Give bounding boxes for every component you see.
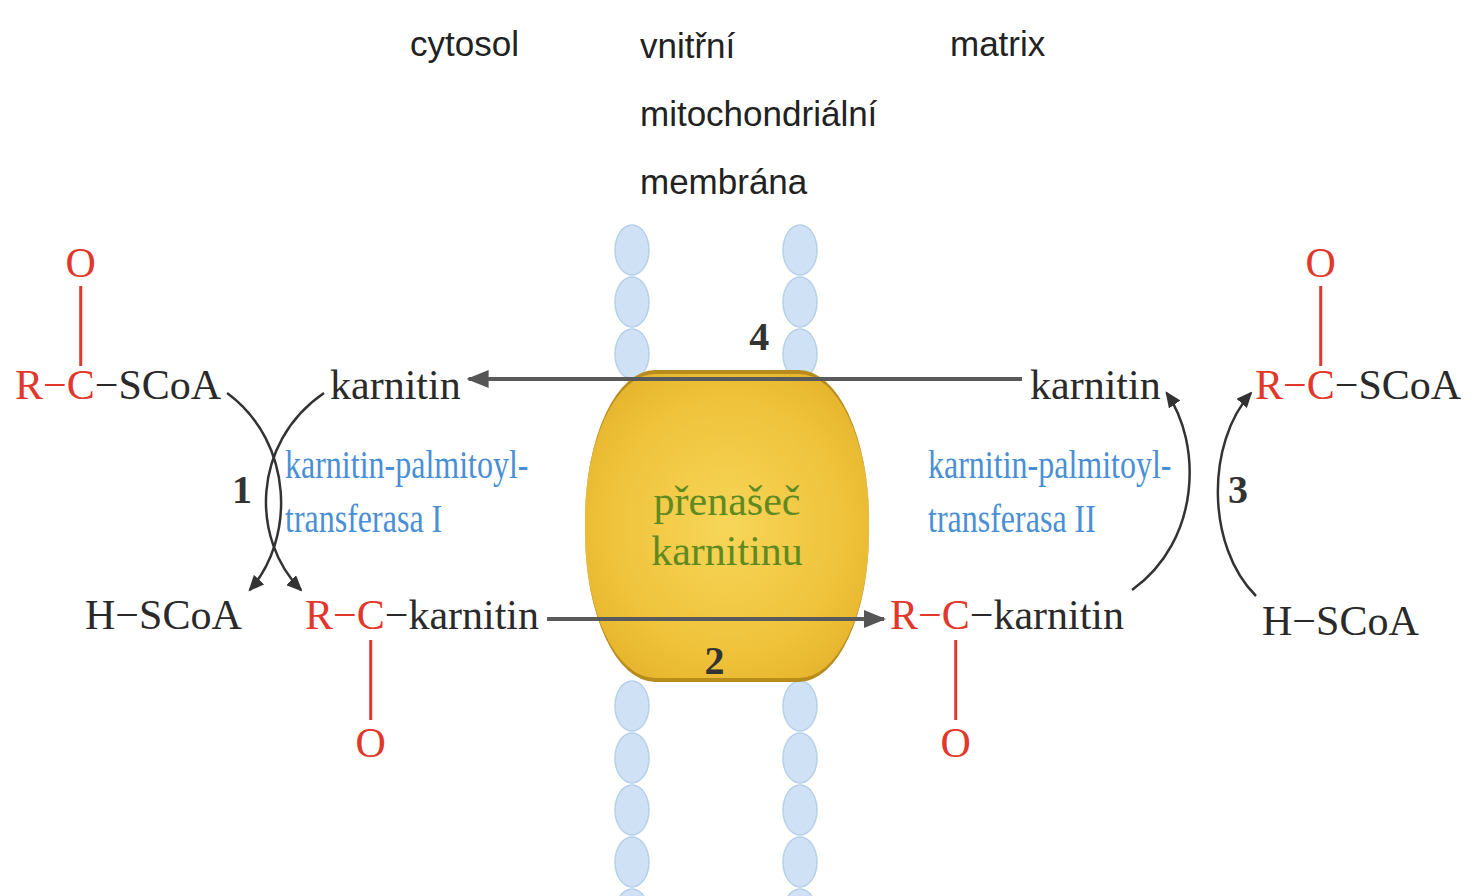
lipid-head: [615, 837, 649, 887]
compound-name: H−SCoA: [85, 592, 242, 638]
carbonyl-bond: [954, 640, 957, 720]
acyl-group: R−C: [890, 592, 970, 638]
acyl-group: R−C: [15, 362, 95, 408]
reaction-arrow: [266, 393, 324, 590]
compound-label: karnitin: [1030, 364, 1161, 406]
oxygen-atom: O: [941, 722, 971, 764]
lipid-head: [783, 733, 817, 783]
compound-name: karnitin: [330, 362, 461, 408]
lipid-head: [783, 225, 817, 275]
carnitine-transporter: přenašeč karnitinu: [585, 370, 869, 682]
reaction-arrow: [1218, 393, 1256, 596]
compound-rest: −karnitin: [970, 592, 1124, 638]
compound-name: H−SCoA: [1262, 598, 1419, 644]
compound-rest: −SCoA: [1335, 362, 1461, 408]
oxygen-atom: O: [66, 242, 96, 284]
transporter-label: přenašeč karnitinu: [617, 476, 837, 576]
compound-label: karnitin: [330, 364, 461, 406]
lipid-head: [783, 277, 817, 327]
oxygen-atom: O: [356, 722, 386, 764]
enzyme-name: karnitin-palmitoyl- transferasa II: [928, 438, 1200, 546]
acyl-coa: R−C−SCoAO: [1255, 364, 1461, 406]
lipid-head: [615, 681, 649, 731]
acyl-group: R−C: [305, 592, 385, 638]
lipid-head: [615, 889, 649, 896]
acyl-coa: R−C−SCoAO: [15, 364, 221, 406]
enzyme-name: karnitin-palmitoyl- transferasa I: [285, 438, 557, 546]
compound-rest: −SCoA: [95, 362, 221, 408]
acyl-carnitine: R−C−karnitinO: [305, 594, 539, 636]
compound-name: karnitin: [1030, 362, 1161, 408]
lipid-head: [783, 837, 817, 887]
reaction-arrow: [227, 393, 281, 590]
compound-label: H−SCoA: [1262, 600, 1419, 642]
region-label: matrix: [950, 10, 1045, 78]
acyl-group: R−C: [1255, 362, 1335, 408]
oxygen-atom: O: [1306, 242, 1336, 284]
lipid-head: [615, 733, 649, 783]
lipid-head: [615, 225, 649, 275]
lipid-head: [783, 785, 817, 835]
lipid-head: [783, 681, 817, 731]
region-label: cytosol: [410, 10, 519, 78]
carbonyl-bond: [369, 640, 372, 720]
step-number: 4: [749, 317, 769, 357]
carbonyl-bond: [1319, 286, 1322, 366]
acyl-carnitine: R−C−karnitinO: [890, 594, 1124, 636]
step-number: 2: [705, 641, 725, 681]
callout-number: 1: [232, 470, 252, 510]
reaction-arrow: [1132, 393, 1190, 590]
carbonyl-bond: [79, 286, 82, 366]
lipid-head: [783, 889, 817, 896]
membrane-label: vnitřní mitochondriální membrána: [640, 12, 900, 216]
compound-rest: −karnitin: [385, 592, 539, 638]
lipid-head: [615, 785, 649, 835]
compound-label: H−SCoA: [85, 594, 242, 636]
lipid-head: [615, 277, 649, 327]
callout-number: 3: [1228, 470, 1248, 510]
